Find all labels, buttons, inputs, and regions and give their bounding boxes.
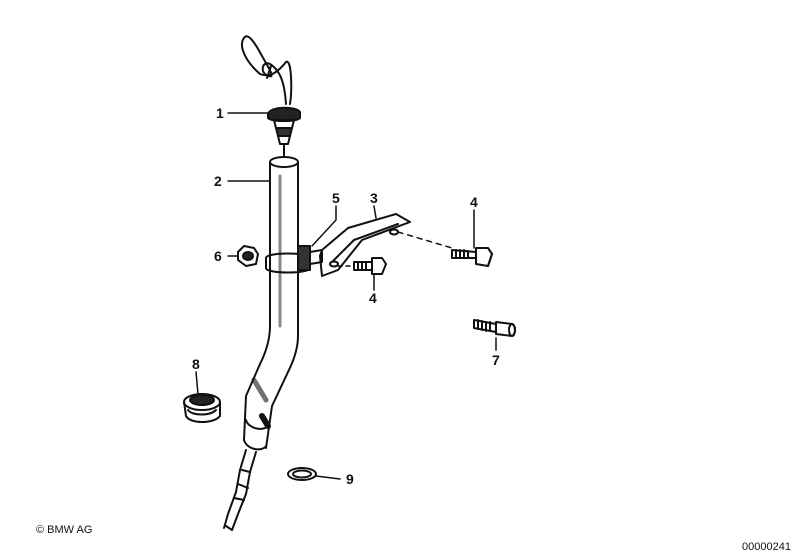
callout-7: 7 — [492, 352, 500, 368]
callout-5: 5 — [332, 190, 340, 206]
callout-4-middle: 4 — [369, 290, 377, 306]
callout-9: 9 — [346, 471, 354, 487]
leader-8 — [195, 371, 199, 395]
stud-bolt — [473, 319, 516, 337]
callout-3: 3 — [370, 190, 378, 206]
copyright-label: © BMW AG — [36, 524, 93, 536]
callout-2: 2 — [214, 173, 222, 189]
callout-1: 1 — [216, 105, 224, 121]
rubber-grommet — [183, 393, 221, 423]
hex-nut — [237, 245, 259, 267]
hex-bolt-right — [451, 247, 493, 267]
hex-bolt-middle — [353, 257, 387, 275]
callout-4-right: 4 — [470, 194, 478, 210]
leader-3 — [373, 205, 377, 219]
bracket — [319, 213, 411, 277]
diagram-id: 00000241 — [742, 541, 791, 553]
o-ring — [287, 467, 317, 481]
guide-tube — [223, 156, 299, 531]
callout-8: 8 — [192, 356, 200, 372]
leader-5 — [311, 205, 337, 247]
leader-9 — [315, 475, 341, 480]
clamp — [265, 245, 323, 274]
callout-6: 6 — [214, 248, 222, 264]
dipstick-handle — [241, 35, 301, 161]
